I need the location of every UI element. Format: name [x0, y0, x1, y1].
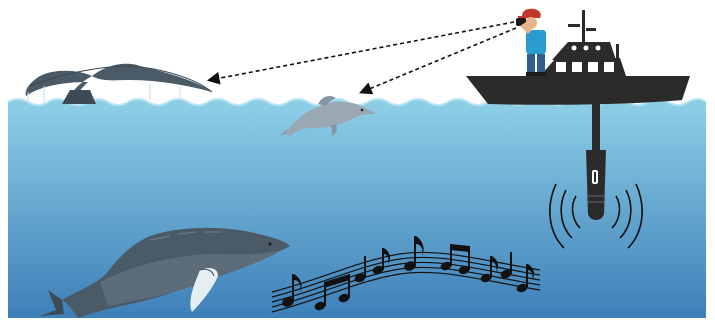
hydrophone-icon — [586, 150, 606, 220]
